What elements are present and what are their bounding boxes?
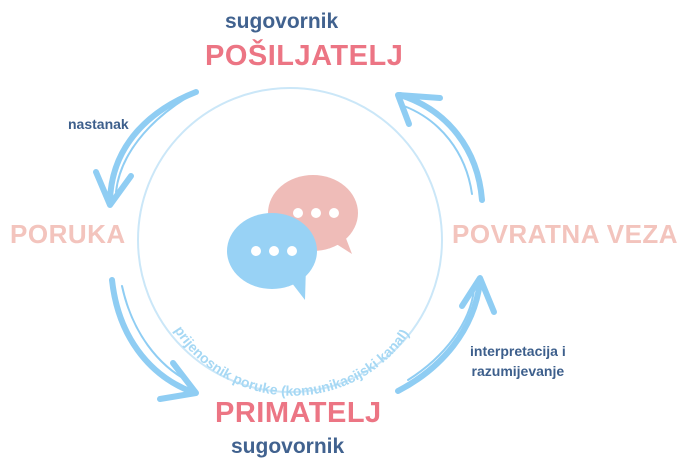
step-interpretation-line2: razumijevanje [471, 362, 565, 379]
feedback-title: POVRATNA VEZA [452, 219, 679, 249]
arrow-feedback-to-sender [395, 92, 485, 203]
chat-bubbles-icon [227, 175, 358, 300]
front-bubble [227, 213, 317, 300]
arrow-message-to-receiver [109, 277, 199, 402]
receiver-role-label: sugovornik [231, 435, 345, 458]
arrow-receiver-to-feedback [395, 275, 497, 394]
message-title: PORUKA [10, 219, 126, 249]
step-interpretation-line1: interpretacija i [470, 343, 566, 359]
arrow-sender-to-message [93, 89, 199, 208]
receiver-title: PRIMATELJ [215, 397, 382, 429]
step-creation-label: nastanak [68, 116, 129, 132]
sender-role-label: sugovornik [225, 10, 339, 33]
sender-title: POŠILJATELJ [205, 40, 404, 72]
channel-label: prijenosnik poruke (komunikacijski kanal… [172, 323, 412, 399]
step-interpretation-label: interpretacija i razumijevanje [470, 342, 566, 381]
channel-circle [137, 87, 443, 393]
cycle-arrows-icon [93, 89, 497, 402]
